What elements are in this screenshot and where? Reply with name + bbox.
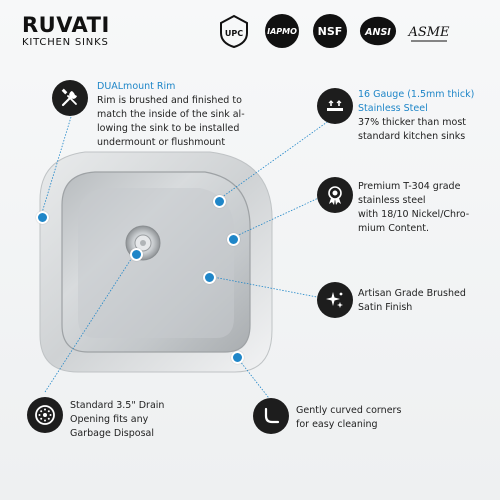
nsf-cert-icon: NSF — [311, 12, 349, 50]
certification-logos: UPC IAPMO NSF ANSI ASME — [215, 12, 451, 50]
upc-cert-label: UPC — [225, 29, 243, 38]
rim-text-line: undermount or flushmount — [97, 137, 226, 148]
rim-text-line: Rim is brushed and finished to — [97, 95, 242, 106]
corners-text-line: Gently curved corners — [296, 405, 402, 416]
finish-feature-icon — [317, 282, 353, 318]
corners-feature-icon — [253, 398, 289, 434]
rim-marker-dot — [36, 211, 49, 224]
gauge-feature-icon — [317, 88, 353, 124]
corners-callout: Gently curved corners for easy cleaning — [296, 404, 456, 432]
upc-cert-icon: UPC — [215, 12, 253, 50]
award-badge-icon — [328, 186, 342, 205]
gauge-title-line: Stainless Steel — [358, 103, 428, 114]
drain-marker-dot — [130, 248, 143, 261]
drain-text-line: Garbage Disposal — [70, 428, 154, 439]
asme-cert-icon: ASME — [407, 12, 451, 50]
steel-text-line: with 18/10 Nickel/Chro- — [358, 209, 470, 220]
rim-title: DUALmount Rim — [97, 81, 176, 92]
sparkle-icon — [326, 292, 343, 308]
ansi-cert-icon: ANSI — [359, 12, 397, 50]
finish-callout: Artisan Grade Brushed Satin Finish — [358, 287, 498, 315]
asme-cert-label: ASME — [407, 25, 450, 40]
finish-text-line: Satin Finish — [358, 302, 413, 313]
tools-icon — [61, 88, 77, 107]
drain-icon — [35, 405, 55, 425]
thickness-gauge-icon — [327, 100, 343, 111]
drain-callout: Standard 3.5" Drain Opening fits any Gar… — [70, 399, 210, 441]
ansi-cert-label: ANSI — [364, 27, 391, 38]
steel-callout: Premium T-304 grade stainless steel with… — [358, 180, 498, 236]
sink-floor — [78, 188, 235, 338]
gauge-text-line: 37% thicker than most — [358, 117, 467, 128]
drain-feature-icon — [27, 397, 63, 433]
steel-text-line: Premium T-304 grade — [358, 181, 461, 192]
brand-name: RUVATI — [22, 13, 110, 37]
gauge-title-line: 16 Gauge (1.5mm thick) — [358, 89, 475, 100]
drain-text-line: Opening fits any — [70, 414, 149, 425]
steel-text-line: stainless steel — [358, 195, 426, 206]
curved-corner-icon — [264, 407, 280, 424]
brand-tagline: KITCHEN SINKS — [22, 37, 109, 48]
gauge-text-line: standard kitchen sinks — [358, 131, 466, 142]
rim-feature-icon — [52, 80, 88, 116]
rim-text-line: lowing the sink to be installed — [97, 123, 240, 134]
corner-marker-dot — [231, 351, 244, 364]
brand-logo: RUVATI KITCHEN SINKS — [22, 14, 110, 48]
corners-text-line: for easy cleaning — [296, 419, 378, 430]
finish-text-line: Artisan Grade Brushed — [358, 288, 466, 299]
drain-text-line: Standard 3.5" Drain — [70, 400, 165, 411]
iapmo-cert-icon: IAPMO — [263, 12, 301, 50]
nsf-cert-label: NSF — [318, 25, 343, 38]
rim-text-line: match the inside of the sink al- — [97, 109, 245, 120]
rim-callout: DUALmount Rim Rim is brushed and finishe… — [97, 80, 272, 150]
gauge-marker-dot — [213, 195, 226, 208]
gauge-callout: 16 Gauge (1.5mm thick) Stainless Steel 3… — [358, 88, 498, 144]
steel-marker-dot — [227, 233, 240, 246]
steel-text-line: mium Content. — [358, 223, 429, 234]
finish-marker-dot — [203, 271, 216, 284]
steel-feature-icon — [317, 177, 353, 213]
iapmo-cert-label: IAPMO — [267, 27, 297, 36]
